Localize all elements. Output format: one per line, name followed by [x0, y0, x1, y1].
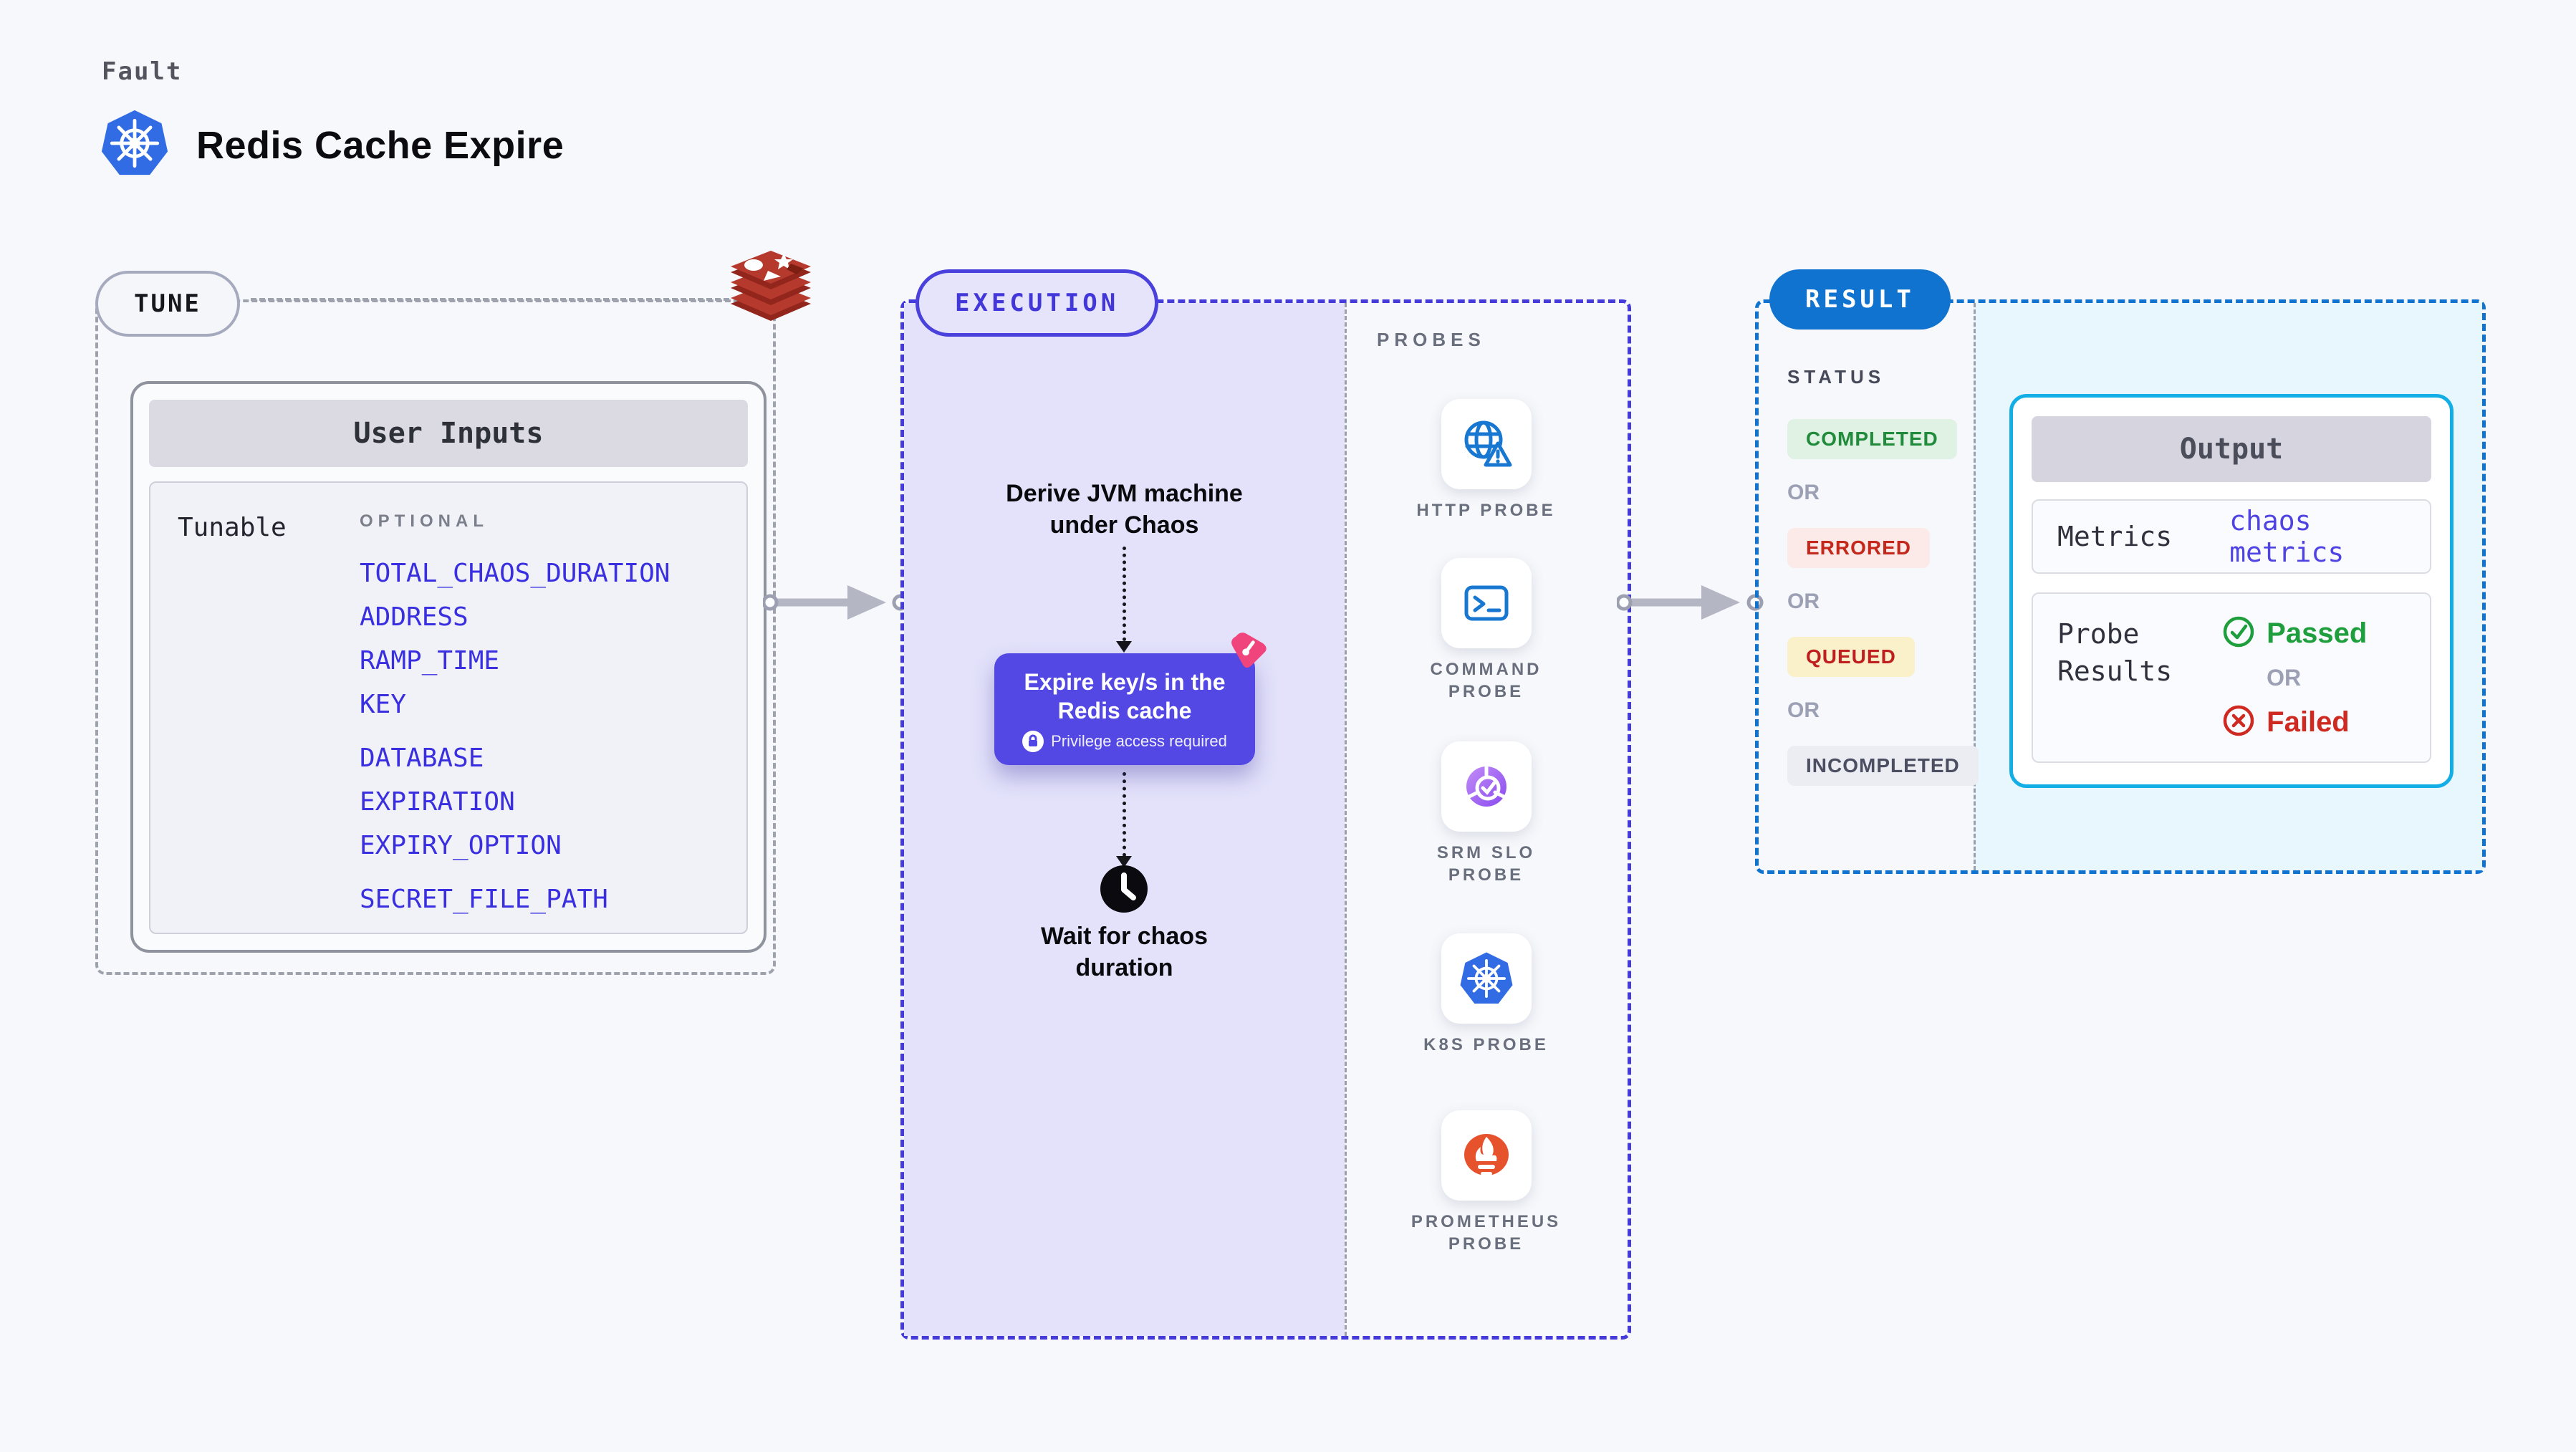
env-var-address[interactable]: ADDRESS	[360, 602, 468, 632]
metrics-value-link[interactable]: chaos metrics	[2229, 505, 2345, 568]
tune-section-box	[95, 299, 776, 975]
globe-alert-icon	[1441, 399, 1532, 489]
redis-icon	[726, 251, 815, 340]
probe-results-values: Passed OR Failed	[2222, 615, 2367, 761]
page-title: Redis Cache Expire	[196, 123, 564, 167]
tune-dashed-line	[251, 298, 729, 301]
user-inputs-body: Tunable OPTIONAL TOTAL_CHAOS_DURATION AD…	[149, 481, 748, 934]
env-var-expiry-option[interactable]: EXPIRY_OPTION	[360, 831, 562, 860]
env-var-total-chaos-duration[interactable]: TOTAL_CHAOS_DURATION	[360, 559, 671, 588]
output-title: Output	[2032, 416, 2431, 482]
dotted-arrow-head	[1116, 641, 1132, 653]
privilege-row: Privilege access required	[994, 731, 1255, 752]
execution-section-box: Derive JVM machine under Chaos Expire ke…	[900, 299, 1631, 1340]
terminal-icon	[1441, 558, 1532, 648]
fault-step-title: Expire key/s in the Redis cache	[1024, 669, 1226, 723]
status-header: STATUS	[1787, 366, 1885, 388]
dotted-arrow-head	[1116, 856, 1132, 867]
fault-step-node[interactable]: Expire key/s in the Redis cache Privileg…	[994, 653, 1255, 765]
result-section-pill: RESULT	[1769, 269, 1951, 330]
status-badge-completed: COMPLETED	[1787, 419, 1957, 459]
probes-divider-line	[1345, 303, 1347, 1336]
output-card: Output Metrics chaos metrics Probe Resul…	[2009, 394, 2454, 788]
status-badge-queued: QUEUED	[1787, 637, 1915, 677]
fault-kicker: Fault	[102, 57, 183, 86]
or-label: OR	[2267, 665, 2302, 691]
failed-line: Failed	[2222, 704, 2367, 741]
probe-results-row: Probe Results Passed OR	[2032, 592, 2431, 763]
probe-item-http: HTTP PROBE	[1345, 399, 1628, 521]
passed-label: Passed	[2267, 617, 2368, 649]
env-var-expiration[interactable]: EXPIRATION	[360, 787, 515, 817]
dotted-arrow-line	[1123, 547, 1126, 641]
user-inputs-card: User Inputs Tunable OPTIONAL TOTAL_CHAOS…	[130, 381, 766, 953]
env-var-database[interactable]: DATABASE	[360, 744, 484, 773]
tunable-label: Tunable	[178, 513, 287, 542]
dotted-arrow-line	[1123, 772, 1126, 857]
failed-label: Failed	[2267, 706, 2350, 738]
lock-icon	[1022, 731, 1044, 752]
clock-icon	[1099, 864, 1149, 918]
execution-section-pill: EXECUTION	[915, 269, 1159, 337]
step-wait-label: Wait for chaos duration	[1041, 923, 1208, 981]
env-var-ramp-time[interactable]: RAMP_TIME	[360, 646, 500, 675]
probe-results-label: Probe Results	[2057, 618, 2173, 687]
env-var-key[interactable]: KEY	[360, 690, 407, 719]
probe-item-k8s: K8S PROBE	[1345, 933, 1628, 1056]
or-label: OR	[1787, 481, 1820, 504]
passed-line: Passed	[2222, 615, 2367, 652]
privilege-note: Privilege access required	[1051, 732, 1227, 750]
optional-column-header: OPTIONAL	[360, 511, 489, 531]
step-derive-label: Derive JVM machine under Chaos	[1006, 480, 1243, 539]
or-label: OR	[1787, 590, 1820, 613]
arrow-execution-to-result	[1617, 585, 1764, 620]
kubernetes-icon	[1441, 933, 1532, 1024]
check-circle-icon	[2222, 615, 2255, 652]
chaos-badge-icon	[1226, 628, 1272, 677]
status-badge-errored: ERRORED	[1787, 528, 1931, 568]
prometheus-icon	[1441, 1110, 1532, 1201]
metrics-label: Metrics	[2057, 521, 2173, 552]
srm-slo-icon	[1441, 741, 1532, 832]
user-inputs-title: User Inputs	[149, 400, 748, 467]
tune-section-pill: TUNE	[95, 271, 240, 337]
metrics-row: Metrics chaos metrics	[2032, 499, 2431, 574]
or-label: OR	[1787, 698, 1820, 722]
probes-header: PROBES	[1377, 329, 1486, 350]
status-badge-incompleted: INCOMPLETED	[1787, 746, 1979, 786]
title-row: Redis Cache Expire	[100, 109, 564, 181]
inputs-column: OPTIONAL TOTAL_CHAOS_DURATION ADDRESS RA…	[360, 511, 670, 921]
x-circle-icon	[2222, 704, 2255, 741]
probes-panel: PROBES HTTP PROBE	[1345, 303, 1628, 1336]
kubernetes-icon	[100, 109, 169, 181]
env-var-secret-file-path[interactable]: SECRET_FILE_PATH	[360, 885, 608, 914]
arrow-tune-to-execution	[763, 585, 909, 620]
result-section-box: STATUS COMPLETED OR ERRORED OR QUEUED OR…	[1755, 299, 2486, 874]
